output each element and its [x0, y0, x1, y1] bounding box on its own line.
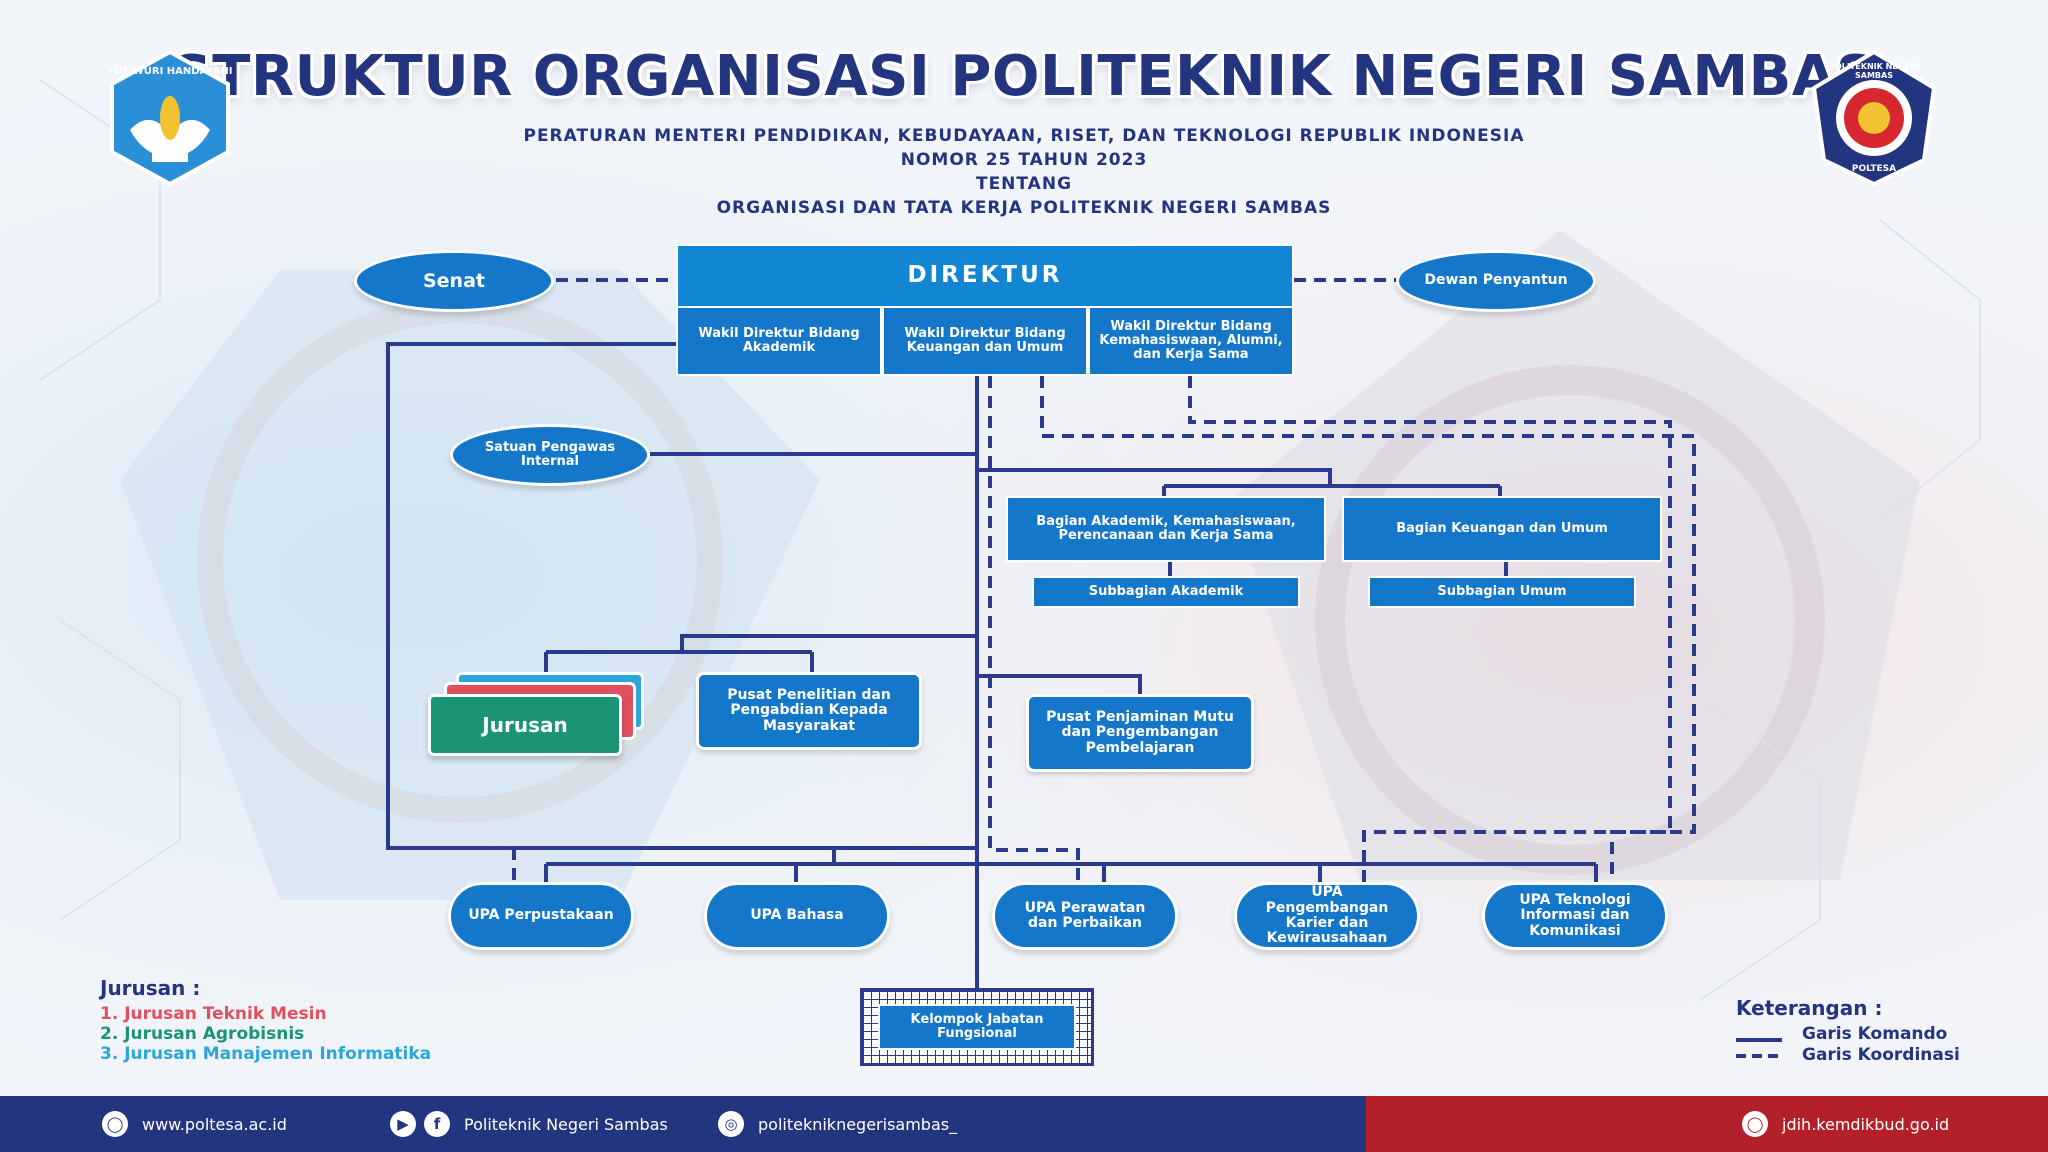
regulation-line-2: NOMOR 25 TAHUN 2023 [900, 150, 1148, 170]
footer-instagram[interactable]: ◎ politekniknegerisambas_ [718, 1096, 957, 1152]
upa-karier-node: UPA Pengembangan Karier dan Kewirausahaa… [1234, 882, 1420, 950]
wadir-akademik-label: Wakil Direktur Bidang Akademik [698, 325, 860, 355]
poltesa-logo: POLITEKNIK NEGERI SAMBAS POLTESA [1804, 48, 1944, 188]
footer-jdih-text: jdih.kemdikbud.go.id [1782, 1114, 1950, 1134]
senat-label: Senat [422, 269, 485, 292]
footer-jdih[interactable]: ◯ jdih.kemdikbud.go.id [1742, 1096, 1949, 1152]
p2mpp-label: Pusat Penjaminan Mutu dan Pengembangan P… [1046, 708, 1234, 756]
upa-tik-label: UPA Teknologi Informasi dan Komunikasi [1519, 891, 1631, 939]
page-title: STRUKTUR ORGANISASI POLITEKNIK NEGERI SA… [171, 44, 1877, 109]
footer-right: ◯ jdih.kemdikbud.go.id [1366, 1096, 2048, 1152]
upa-karier-label: UPA Pengembangan Karier dan Kewirausahaa… [1265, 884, 1389, 947]
upa-perpustakaan-label: UPA Perpustakaan [468, 907, 614, 924]
jurusan-legend-item-3: 3. Jurusan Manajemen Informatika [100, 1044, 432, 1064]
spi-node: Satuan Pengawas Internal [450, 424, 650, 486]
upa-tik-node: UPA Teknologi Informasi dan Komunikasi [1482, 882, 1668, 950]
regulation-line-4: ORGANISASI DAN TATA KERJA POLITEKNIK NEG… [716, 198, 1332, 218]
spi-label: Satuan Pengawas Internal [484, 439, 616, 469]
dewan-penyantun-label: Dewan Penyantun [1424, 272, 1568, 289]
p3m-label: Pusat Penelitian dan Pengabdian Kepada M… [727, 686, 891, 734]
direktur-node: DIREKTUR [676, 244, 1294, 308]
regulation-line-1: PERATURAN MENTERI PENDIDIKAN, KEBUDAYAAN… [523, 126, 1525, 146]
upa-bahasa-node: UPA Bahasa [704, 882, 890, 950]
bagian-akademik-node: Bagian Akademik, Kemahasiswaan, Perencan… [1006, 496, 1326, 562]
garis-komando-label: Garis Komando [1802, 1024, 1948, 1044]
instagram-icon: ◎ [718, 1111, 744, 1137]
senat-node: Senat [354, 250, 554, 312]
footer-left: ◯ www.poltesa.ac.id ▶ f Politeknik Neger… [0, 1096, 1366, 1152]
globe-icon: ◯ [1742, 1111, 1768, 1137]
upa-bahasa-label: UPA Bahasa [750, 907, 844, 924]
wadir-kemahasiswaan-node: Wakil Direktur Bidang Kemahasiswaan, Alu… [1088, 306, 1294, 376]
regulation-line-3: TENTANG [975, 174, 1073, 194]
jurusan-node: Jurusan [428, 694, 622, 756]
youtube-icon: ▶ [390, 1111, 416, 1137]
jurusan-label: Jurusan [482, 713, 568, 737]
footer: ◯ www.poltesa.ac.id ▶ f Politeknik Neger… [0, 1096, 2048, 1152]
subbagian-umum-node: Subbagian Umum [1368, 576, 1636, 608]
tut-wuri-handayani-text: TUT WURI HANDAYANI [107, 66, 233, 77]
wadir-keuangan-node: Wakil Direktur Bidang Keuangan dan Umum [882, 306, 1088, 376]
subbagian-umum-label: Subbagian Umum [1437, 583, 1567, 599]
bagian-keuangan-node: Bagian Keuangan dan Umum [1342, 496, 1662, 562]
upa-perawatan-label: UPA Perawatan dan Perbaikan [1024, 899, 1146, 931]
wadir-kemahasiswaan-label: Wakil Direktur Bidang Kemahasiswaan, Alu… [1099, 318, 1283, 363]
subbagian-akademik-label: Subbagian Akademik [1088, 583, 1244, 599]
p2mpp-node: Pusat Penjaminan Mutu dan Pengembangan P… [1026, 694, 1254, 772]
upa-perawatan-node: UPA Perawatan dan Perbaikan [992, 882, 1178, 950]
keterangan-title: Keterangan : [1736, 996, 1883, 1020]
wadir-akademik-node: Wakil Direktur Bidang Akademik [676, 306, 882, 376]
tut-wuri-handayani-logo: TUT WURI HANDAYANI [100, 48, 240, 188]
poltesa-caption: POLTESA [1851, 164, 1897, 174]
poltesa-logo-text: POLITEKNIK NEGERI SAMBAS [1829, 62, 1919, 80]
dewan-penyantun-node: Dewan Penyantun [1396, 250, 1596, 312]
bagian-keuangan-label: Bagian Keuangan dan Umum [1396, 520, 1608, 536]
footer-social[interactable]: ▶ f Politeknik Negeri Sambas [390, 1096, 668, 1152]
facebook-icon: f [424, 1111, 450, 1137]
direktur-label: DIREKTUR [907, 262, 1063, 289]
footer-instagram-text: politekniknegerisambas_ [758, 1114, 958, 1134]
bagian-akademik-label: Bagian Akademik, Kemahasiswaan, Perencan… [1036, 513, 1296, 543]
footer-website[interactable]: ◯ www.poltesa.ac.id [102, 1096, 287, 1152]
jurusan-legend-item-1: 1. Jurusan Teknik Mesin [100, 1004, 327, 1024]
kjf-node: Kelompok Jabatan Fungsional [878, 1004, 1076, 1050]
footer-social-text: Politeknik Negeri Sambas [464, 1114, 668, 1134]
jurusan-legend-title: Jurusan : [100, 976, 201, 1000]
subbagian-akademik-node: Subbagian Akademik [1032, 576, 1300, 608]
globe-icon: ◯ [102, 1111, 128, 1137]
upa-perpustakaan-node: UPA Perpustakaan [448, 882, 634, 950]
wadir-keuangan-label: Wakil Direktur Bidang Keuangan dan Umum [904, 325, 1066, 355]
p3m-node: Pusat Penelitian dan Pengabdian Kepada M… [696, 672, 922, 750]
jurusan-legend-item-2: 2. Jurusan Agrobisnis [100, 1024, 305, 1044]
footer-website-text: www.poltesa.ac.id [142, 1114, 287, 1134]
kjf-label: Kelompok Jabatan Fungsional [910, 1011, 1044, 1041]
garis-koordinasi-label: Garis Koordinasi [1802, 1045, 1960, 1065]
